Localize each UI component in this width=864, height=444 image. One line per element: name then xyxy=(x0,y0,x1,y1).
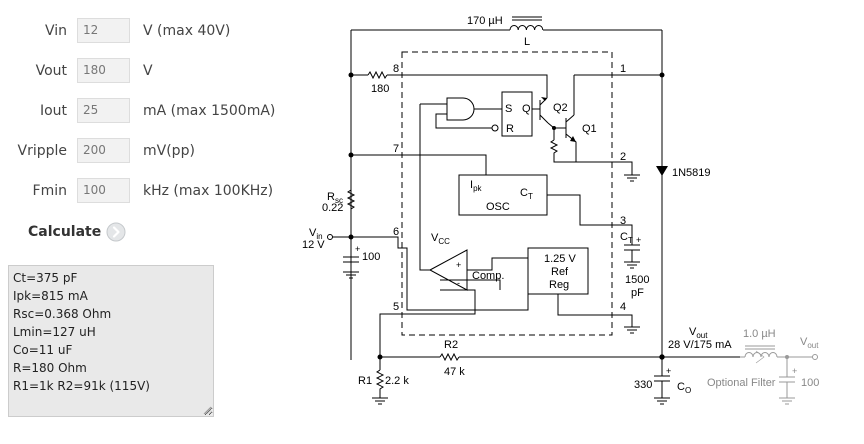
calculate-button[interactable]: Calculate xyxy=(28,222,126,242)
osc-label: OSC xyxy=(486,201,510,213)
fmin-unit: kHz (max 100KHz) xyxy=(143,183,274,199)
vcc-label: VCC xyxy=(431,232,450,246)
vripple-input[interactable]: 200 xyxy=(77,138,130,163)
ref-line-2: Ref xyxy=(551,266,569,278)
vout-label: Vout xyxy=(689,326,708,340)
filter-cap-polarity: + xyxy=(792,366,797,376)
co-polarity: + xyxy=(666,366,671,376)
co-value: 330 xyxy=(634,379,652,391)
filter-label: Optional Filter xyxy=(707,377,776,389)
vout-value: 28 V/175 mA xyxy=(668,339,732,351)
vout-label: Vout xyxy=(35,63,67,79)
diode-label: 1N5819 xyxy=(672,167,711,179)
pin-1: 1 xyxy=(620,63,626,75)
results-textarea[interactable]: Ct=375 pF Ipk=815 mA Rsc=0.368 Ohm Lmin=… xyxy=(8,265,214,417)
comp-minus: - xyxy=(457,278,460,288)
ct-cap-value: 1500 xyxy=(625,274,649,286)
pin-2: 2 xyxy=(620,151,626,163)
iout-unit: mA (max 1500mA) xyxy=(143,103,276,119)
pin-6: 6 xyxy=(393,226,399,238)
fmin-label: Fmin xyxy=(32,183,67,199)
q1-label: Q1 xyxy=(582,123,597,135)
filter-inductor-value: 1.0 µH xyxy=(743,328,776,340)
fmin-row: Fmin 100 kHz (max 100KHz) xyxy=(0,178,273,204)
vin-unit: V (max 40V) xyxy=(143,23,231,39)
iout-input[interactable]: 25 xyxy=(77,98,130,123)
osc-ct-label: CT xyxy=(520,187,533,201)
iout-label: Iout xyxy=(39,103,67,119)
ref-line-3: Reg xyxy=(549,279,569,291)
result-line: Ipk=815 mA xyxy=(13,289,88,303)
r2-name: R2 xyxy=(444,339,458,351)
r1-name: R1 xyxy=(358,375,372,387)
result-line: Co=11 uF xyxy=(13,343,73,357)
result-line: R=180 Ohm xyxy=(13,361,87,375)
pin-4: 4 xyxy=(620,301,626,313)
comp-label: Comp. xyxy=(472,270,504,282)
ct-polarity: + xyxy=(636,235,641,245)
pin-7: 7 xyxy=(393,143,399,155)
r1-value: 2.2 k xyxy=(385,375,409,387)
ff-q-label: Q xyxy=(522,103,531,115)
ct-cap-label: CT xyxy=(620,231,633,245)
calculate-label: Calculate xyxy=(28,224,102,240)
fmin-input[interactable]: 100 xyxy=(77,178,130,203)
rsc-value: 0.22 xyxy=(322,202,343,214)
vin-row: Vin 12 V (max 40V) xyxy=(0,18,230,44)
inductor-name: L xyxy=(524,36,530,48)
result-line: Lmin=127 uH xyxy=(13,325,96,339)
vin-label: Vin xyxy=(44,23,67,39)
vripple-label: Vripple xyxy=(17,143,68,159)
filter-vout-label: Vout xyxy=(800,336,819,350)
q2-label: Q2 xyxy=(553,102,568,114)
vout-input[interactable]: 180 xyxy=(77,58,130,83)
ff-r-label: R xyxy=(506,123,514,135)
result-line: R1=1k R2=91k (115V) xyxy=(13,379,150,393)
vin-label: Vin xyxy=(309,227,323,241)
ct-cap-unit: pF xyxy=(631,287,644,299)
pin-5: 5 xyxy=(393,301,399,313)
inductor-value: 170 µH xyxy=(467,15,503,27)
comp-plus: + xyxy=(456,260,461,270)
vin-input[interactable]: 12 xyxy=(77,18,130,43)
vin-value: 12 V xyxy=(302,239,325,251)
ref-line-1: 1.25 V xyxy=(544,253,576,265)
filter-cap-value: 100 xyxy=(801,377,819,389)
cin-value: 100 xyxy=(362,251,380,263)
chevron-right-circle-icon[interactable] xyxy=(106,222,126,242)
pin-8: 8 xyxy=(393,63,399,75)
r-top-value: 180 xyxy=(371,83,389,95)
vripple-row: Vripple 200 mV(pp) xyxy=(0,138,195,164)
vout-unit: V xyxy=(143,63,153,79)
rsc-label: Rsc xyxy=(327,191,343,205)
osc-ipk-label: Ipk xyxy=(470,179,483,193)
ff-s-label: S xyxy=(505,103,512,115)
co-label: CO xyxy=(677,381,691,395)
r2-value: 47 k xyxy=(444,366,465,378)
vripple-unit: mV(pp) xyxy=(143,143,195,159)
iout-row: Iout 25 mA (max 1500mA) xyxy=(0,98,275,124)
cin-polarity: + xyxy=(355,244,360,254)
result-line: Rsc=0.368 Ohm xyxy=(13,307,112,321)
pin-3: 3 xyxy=(620,215,626,227)
vout-row: Vout 180 V xyxy=(0,58,153,84)
result-line: Ct=375 pF xyxy=(13,271,78,285)
